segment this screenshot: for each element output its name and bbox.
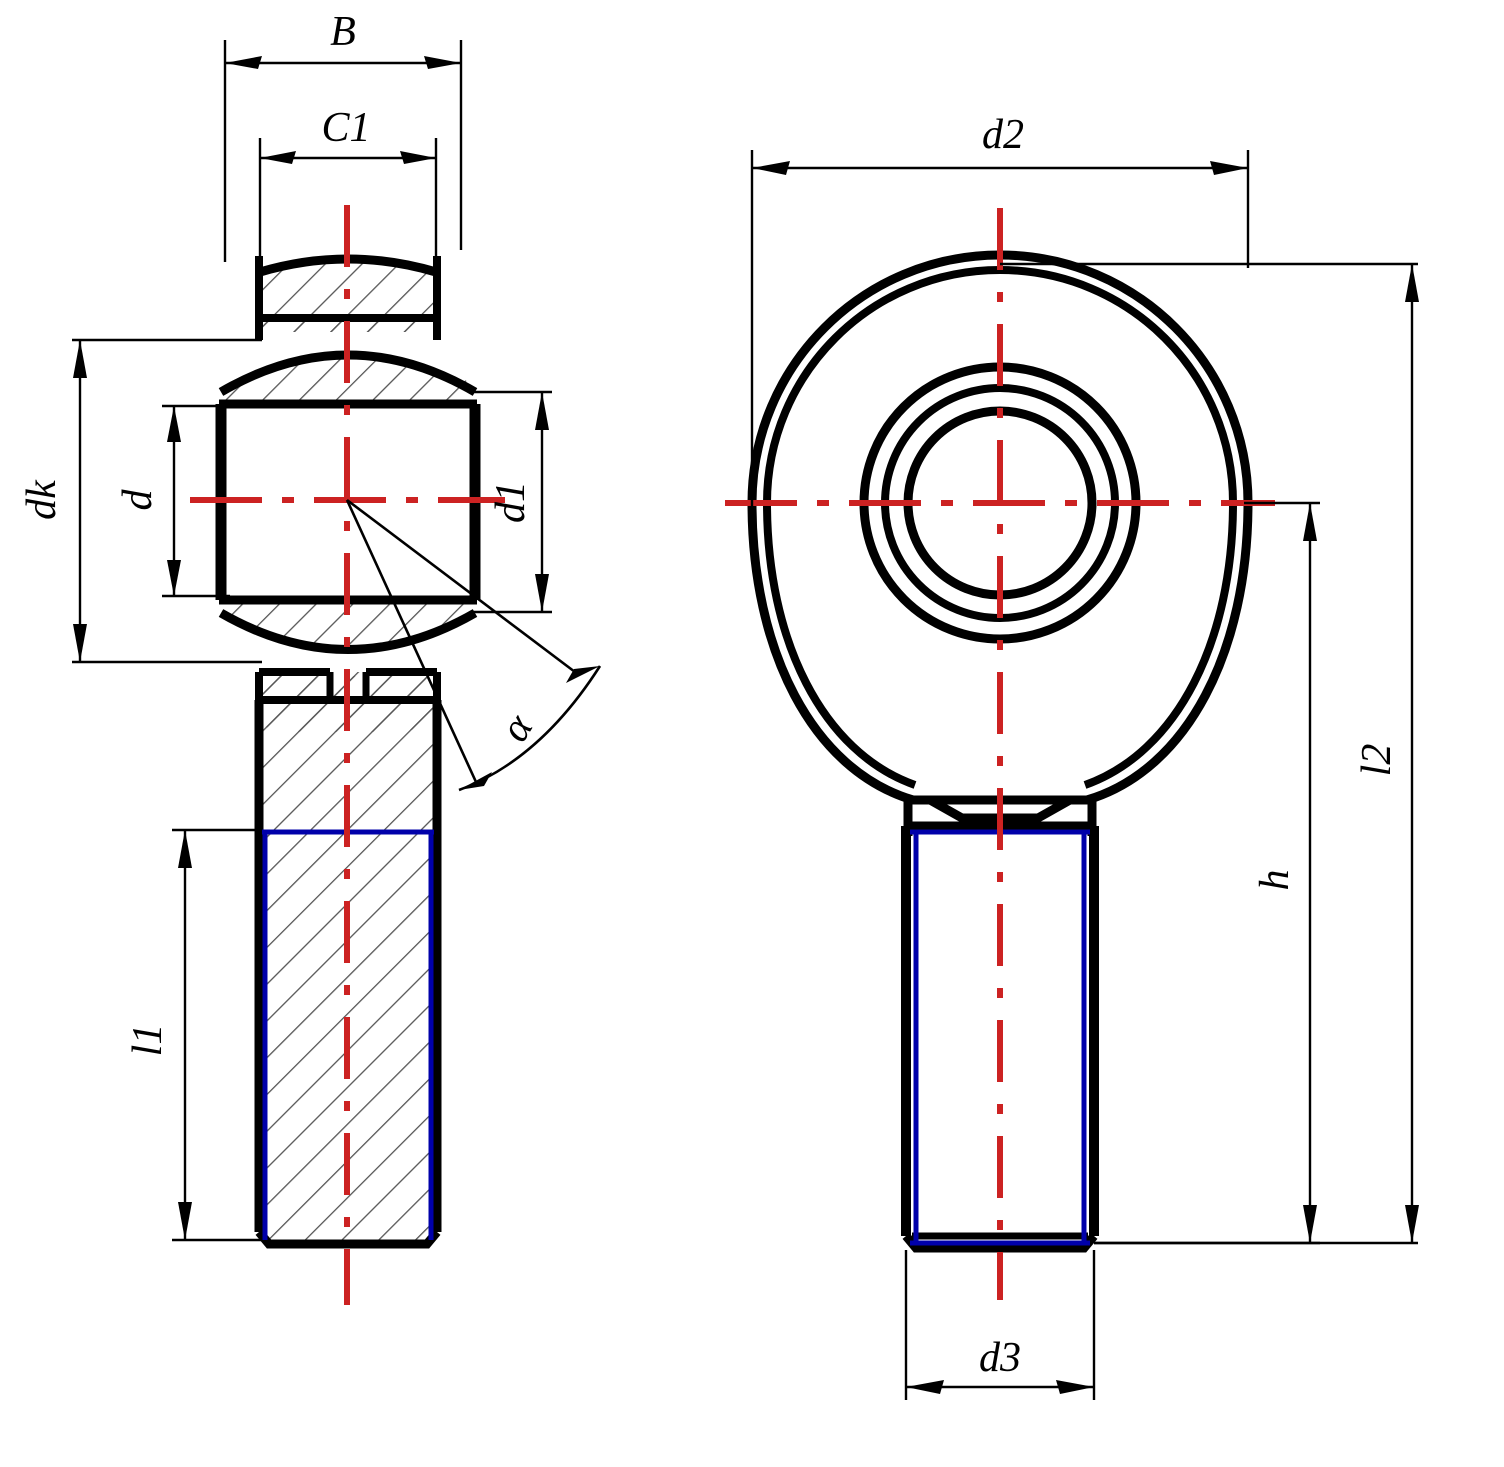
alpha-angle-annotation	[345, 498, 602, 792]
dim-label-dk: dk	[19, 479, 65, 520]
left-view-dimension-lines	[72, 40, 552, 1242]
dim-label-d2: d2	[982, 112, 1024, 158]
arrow-C1-right	[400, 151, 436, 164]
arrow-dk-top	[73, 340, 87, 378]
arrow-B-left	[225, 56, 262, 69]
right-plan-view: d2 h l2 d3	[725, 112, 1419, 1400]
arrow-C1-left	[260, 151, 296, 164]
dim-label-d: d	[115, 489, 161, 511]
dim-label-C1: C1	[321, 105, 370, 151]
arrow-d2-right	[1210, 161, 1248, 175]
dim-label-d3: d3	[979, 1335, 1021, 1381]
ball-bottom-arc	[218, 609, 478, 654]
right-view-dimension-lines	[750, 150, 1419, 1400]
dim-label-d1: d1	[488, 481, 534, 523]
dim-label-h: h	[1252, 870, 1298, 891]
arrow-l2-top	[1405, 264, 1419, 302]
alpha-arrow-lower	[459, 772, 492, 790]
arrow-d1-top	[535, 392, 549, 430]
arrow-d-top	[167, 406, 181, 442]
arrow-l1-bottom	[178, 1202, 192, 1240]
arrow-l2-bottom	[1405, 1205, 1419, 1243]
arrow-l1-top	[178, 830, 192, 868]
alpha-leader-upper	[346, 498, 576, 674]
arrow-h-top	[1303, 503, 1317, 541]
arrow-d-bottom	[167, 560, 181, 596]
arrow-dk-bottom	[73, 624, 87, 662]
alpha-leader-lower	[345, 499, 478, 783]
centrelines-right-view	[725, 208, 1275, 1300]
alpha-arrow-upper	[566, 666, 600, 683]
dim-label-l1: l1	[125, 1024, 171, 1057]
dim-label-l2: l2	[1354, 744, 1400, 777]
arrow-d1-bottom	[535, 574, 549, 612]
arrow-d2-left	[752, 161, 790, 175]
arrow-d3-left	[906, 1380, 944, 1394]
arrow-h-bottom	[1303, 1205, 1317, 1243]
left-sectional-view: α	[19, 9, 602, 1305]
dim-label-B: B	[330, 9, 356, 55]
arrow-d3-right	[1056, 1380, 1094, 1394]
arrow-B-right	[424, 56, 461, 69]
